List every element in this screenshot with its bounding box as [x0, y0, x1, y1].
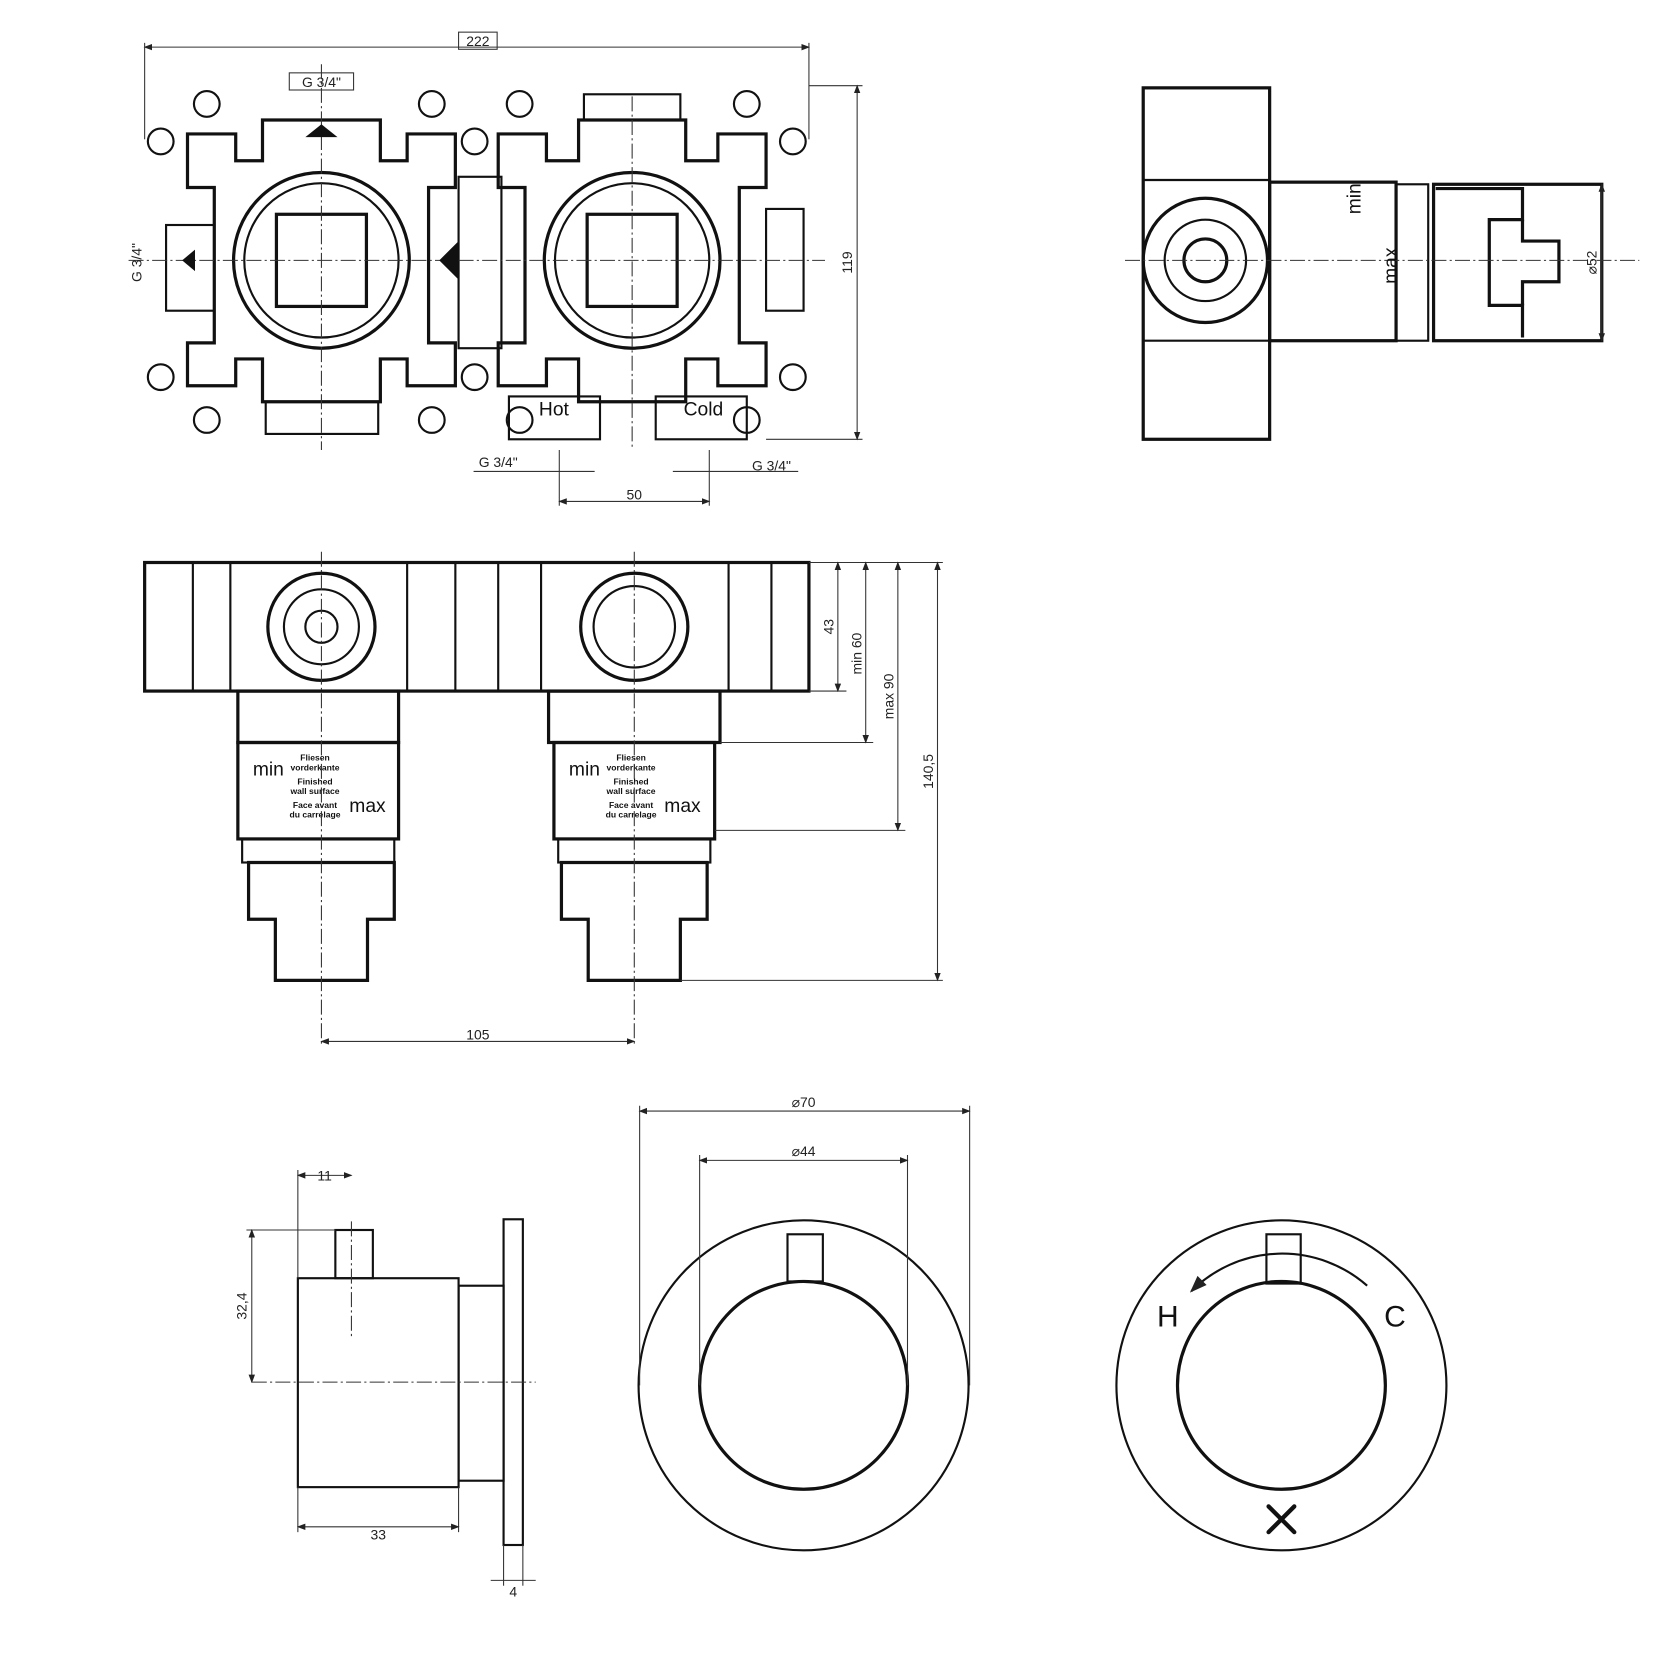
dim-min-60: min 60	[848, 632, 864, 674]
max-label: max	[1381, 247, 1402, 284]
dim-thread-bottom-right: G 3/4"	[752, 457, 791, 473]
label-text: Face avant	[293, 800, 337, 810]
flow-arrow-icon	[182, 249, 195, 272]
dim-32-4: 32,4	[233, 1292, 249, 1319]
side-view-valve: min max ⌀52	[1125, 86, 1640, 441]
dim-43: 43	[821, 619, 837, 635]
max-label: max	[349, 796, 386, 817]
rotation-arrow-icon	[1189, 1252, 1368, 1293]
label-text: Fliesen	[616, 753, 646, 763]
dim-diameter-52: ⌀52	[1583, 250, 1599, 274]
cold-label: Cold	[684, 400, 724, 421]
min-label: min	[1345, 183, 1366, 214]
front-view-valve-body: min Fliesen vorderkante Finished wall su…	[143, 551, 943, 1045]
label-text: vorderkante	[607, 762, 656, 772]
dim-11: 11	[317, 1168, 332, 1184]
label-text: wall surface	[606, 786, 656, 796]
flow-arrow-icon	[305, 124, 338, 138]
handle-marked-view: H C	[1115, 1219, 1448, 1552]
label-text: Finished	[297, 776, 332, 786]
handle-front-view: ⌀70 ⌀44	[637, 1094, 971, 1552]
label-text: Finished	[613, 776, 648, 786]
dim-thread-left: G 3/4"	[128, 243, 144, 282]
label-text: du carrelage	[290, 810, 341, 820]
handle-side-view: 11 32,4 33 4	[233, 1168, 536, 1599]
dim-diameter-44: ⌀44	[792, 1143, 816, 1159]
hot-indicator: H	[1157, 1300, 1179, 1333]
dim-thread-bottom-left: G 3/4"	[479, 454, 518, 470]
label-text: Face avant	[609, 800, 653, 810]
cold-indicator: C	[1384, 1300, 1406, 1333]
top-view-valve-body: 222 G 3/4" G 3/4" Hot Cold 119 G 3/4" G …	[128, 31, 863, 506]
label-text: du carrelage	[606, 810, 657, 820]
cartridge-left: min Fliesen vorderkante Finished wall su…	[236, 689, 401, 982]
dim-max-90: max 90	[881, 673, 897, 719]
label-text: Fliesen	[300, 753, 330, 763]
flow-arrow-icon	[439, 241, 459, 280]
label-text: vorderkante	[290, 762, 339, 772]
dim-diameter-70: ⌀70	[792, 1094, 816, 1110]
cross-logo-icon	[1266, 1504, 1297, 1535]
hot-label: Hot	[539, 400, 570, 421]
dim-4: 4	[509, 1583, 517, 1599]
min-label: min	[253, 760, 284, 781]
max-label: max	[664, 796, 701, 817]
dim-105: 105	[466, 1026, 489, 1042]
min-label: min	[569, 760, 600, 781]
dim-119: 119	[839, 251, 855, 273]
dim-50: 50	[627, 486, 643, 502]
dim-222: 222	[466, 33, 489, 49]
dim-33: 33	[370, 1527, 386, 1543]
dim-140-5: 140,5	[920, 754, 936, 789]
label-text: wall surface	[289, 786, 339, 796]
dim-thread-top: G 3/4"	[302, 74, 341, 90]
